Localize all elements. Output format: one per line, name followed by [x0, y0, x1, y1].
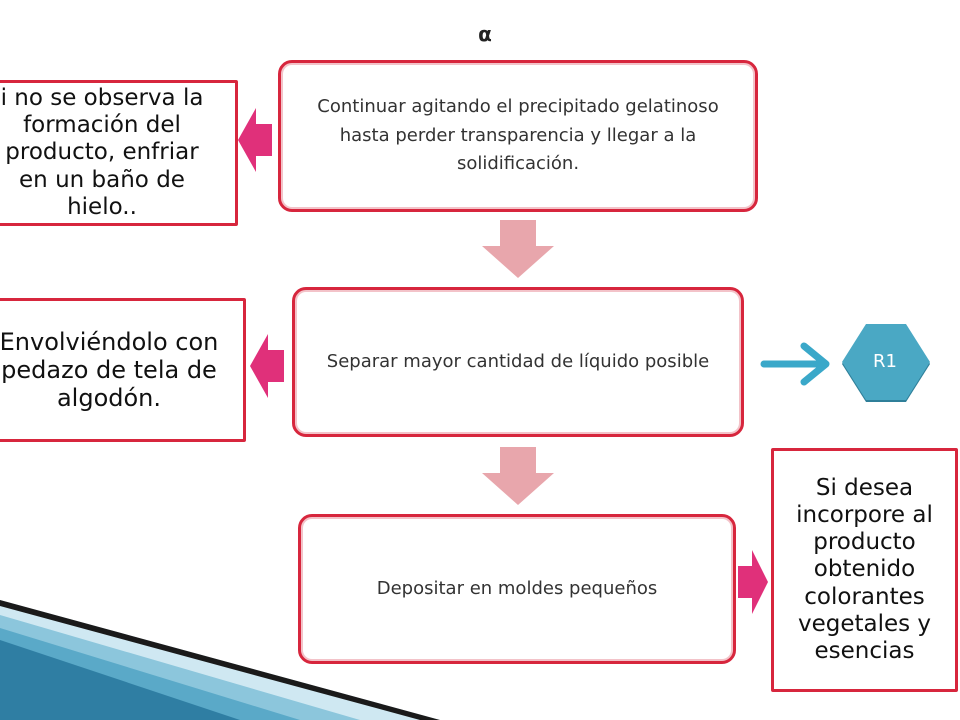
- left-arrow-icon: [238, 108, 272, 172]
- left-arrow-icon: [250, 334, 284, 398]
- note-line: hielo..: [67, 193, 137, 220]
- note-cool-ice-bath: i no se observa la formación del product…: [0, 80, 238, 226]
- reference-r1-label: R1: [873, 350, 897, 372]
- note-line: formación del: [23, 112, 181, 139]
- step-separate-liquid: Separar mayor cantidad de líquido posibl…: [292, 287, 744, 437]
- note-line: producto, enfriar: [5, 139, 199, 166]
- note-line: en un baño de: [19, 166, 185, 193]
- note-add-colorants-text: Si desea incorpore al producto obtenido …: [796, 475, 933, 664]
- note-line: pedazo de tela de: [1, 355, 217, 384]
- note-line: algodón.: [56, 384, 162, 413]
- right-chevron-arrow-icon: [760, 342, 830, 386]
- step-stir-precipitate-text: Continuar agitando el precipitado gelati…: [317, 95, 719, 175]
- right-arrow-icon: [738, 550, 768, 614]
- note-wrap-cotton: Envolviéndolo con pedazo de tela de algo…: [0, 298, 246, 442]
- step-deposit-molds: Depositar en moldes pequeños: [298, 514, 736, 664]
- note-line: i no se observa la: [0, 85, 204, 112]
- step-stir-precipitate: Continuar agitando el precipitado gelati…: [278, 60, 758, 212]
- note-line: Envolviéndolo con: [0, 327, 219, 356]
- note-add-colorants: Si desea incorpore al producto obtenido …: [771, 448, 958, 692]
- step-deposit-molds-text: Depositar en moldes pequeños: [376, 577, 658, 599]
- step-separate-liquid-text: Separar mayor cantidad de líquido posibl…: [326, 350, 710, 372]
- alpha-marker: α: [478, 22, 492, 46]
- diamond-shape-icon: [842, 324, 930, 402]
- down-arrow-icon: [482, 447, 554, 505]
- down-arrow-icon: [482, 220, 554, 278]
